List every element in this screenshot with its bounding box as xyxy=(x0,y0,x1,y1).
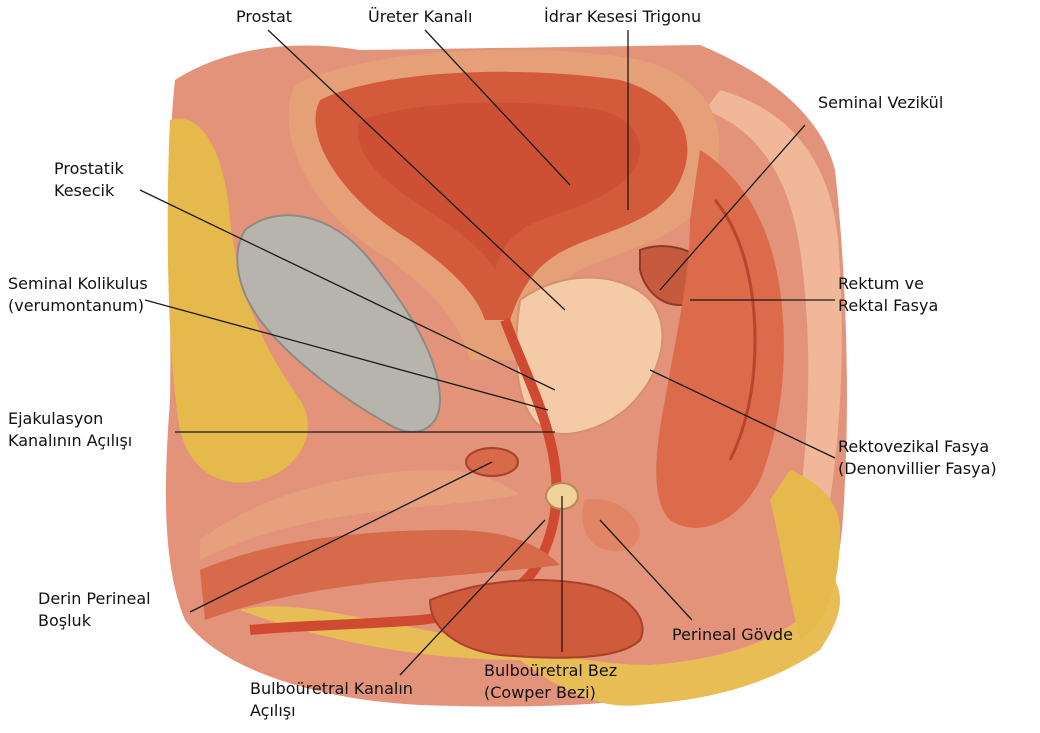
anatomy-drawing xyxy=(166,45,847,707)
label-bulbouretral-kanal-line2: Açılışı xyxy=(250,700,413,722)
label-seminal-kolikulus-line2: (verumontanum) xyxy=(8,295,148,317)
label-ejakulasyon: Ejakulasyon Kanalının Açılışı xyxy=(8,408,132,452)
label-bulbouretral-kanal: Bulboüretral Kanalın Açılışı xyxy=(250,678,413,722)
label-perineal-govde-line1: Perineal Gövde xyxy=(672,624,793,646)
label-derin-perineal-line2: Boşluk xyxy=(38,610,151,632)
label-derin-perineal: Derin Perineal Boşluk xyxy=(38,588,151,632)
label-rektum-line2: Rektal Fasya xyxy=(838,295,938,317)
label-ejakulasyon-line1: Ejakulasyon xyxy=(8,408,132,430)
label-seminal-vezikul: Seminal Vezikül xyxy=(818,92,943,114)
label-seminal-vezikul-line1: Seminal Vezikül xyxy=(818,92,943,114)
label-bulbouretral-bez-line1: Bulboüretral Bez xyxy=(484,660,617,682)
label-ejakulasyon-line2: Kanalının Açılışı xyxy=(8,430,132,452)
label-ureter: Üreter Kanalı xyxy=(368,6,472,28)
label-perineal-govde: Perineal Gövde xyxy=(672,624,793,646)
label-seminal-kolikulus: Seminal Kolikulus (verumontanum) xyxy=(8,273,148,317)
label-trigon: İdrar Kesesi Trigonu xyxy=(544,6,701,28)
label-rektovezikal-line1: Rektovezikal Fasya xyxy=(838,436,997,458)
label-ureter-line1: Üreter Kanalı xyxy=(368,6,472,28)
label-prostatik-kesecik: Prostatik Kesecik xyxy=(54,158,124,202)
label-bulbouretral-bez: Bulboüretral Bez (Cowper Bezi) xyxy=(484,660,617,704)
label-prostat-line1: Prostat xyxy=(236,6,292,28)
label-bulbouretral-kanal-line1: Bulboüretral Kanalın xyxy=(250,678,413,700)
label-prostatik-kesecik-line1: Prostatik xyxy=(54,158,124,180)
label-derin-perineal-line1: Derin Perineal xyxy=(38,588,151,610)
label-rektovezikal: Rektovezikal Fasya (Denonvillier Fasya) xyxy=(838,436,997,480)
label-rektovezikal-line2: (Denonvillier Fasya) xyxy=(838,458,997,480)
label-seminal-kolikulus-line1: Seminal Kolikulus xyxy=(8,273,148,295)
label-rektum-line1: Rektum ve xyxy=(838,273,938,295)
label-prostat: Prostat xyxy=(236,6,292,28)
label-trigon-line1: İdrar Kesesi Trigonu xyxy=(544,6,701,28)
label-prostatik-kesecik-line2: Kesecik xyxy=(54,180,124,202)
label-bulbouretral-bez-line2: (Cowper Bezi) xyxy=(484,682,617,704)
label-rektum: Rektum ve Rektal Fasya xyxy=(838,273,938,317)
